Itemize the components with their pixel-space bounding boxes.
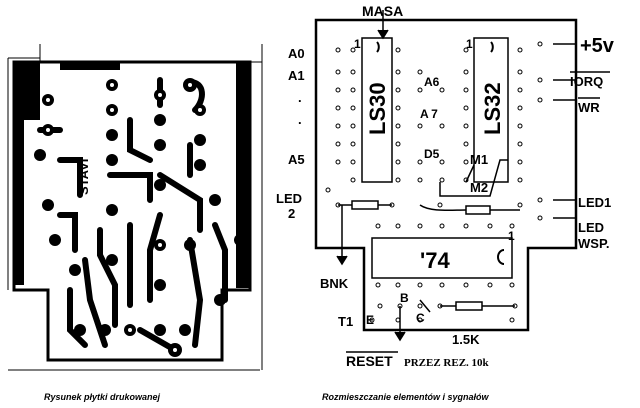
led2-label: LED — [276, 191, 302, 206]
u74-chip-outline — [371, 237, 513, 279]
left-caption: Rysunek płytki drukowanej — [44, 392, 161, 402]
ls30-notch — [376, 41, 380, 53]
u74-pin1: 1 — [508, 229, 515, 243]
a6-label: A6 — [424, 75, 440, 89]
a7-label: A 7 — [420, 107, 438, 121]
r15k-label: 1.5K — [452, 332, 480, 347]
ls32-notch — [490, 41, 494, 53]
right-caption: Rozmieszczanie elementów i sygnałów — [322, 392, 490, 402]
stavi-label: STAVI — [76, 159, 91, 195]
plus5v-label: +5v — [580, 35, 615, 57]
pin-grid — [325, 41, 543, 323]
iorq-label: IORQ — [570, 74, 603, 89]
d5-label: D5 — [424, 147, 440, 161]
u74-notch — [497, 249, 505, 265]
pcb-trace-drawing: STAVI — [7, 44, 263, 371]
t1-collector-label: C — [416, 311, 425, 325]
led1-label: LED1 — [578, 195, 611, 210]
wr-label: WR — [578, 100, 600, 115]
m1-label: M1 — [470, 152, 488, 167]
pcb-pads — [34, 78, 246, 357]
ls30-pin1: 1 — [354, 37, 361, 51]
m2-label: M2 — [470, 180, 488, 195]
dot-label-1: . — [298, 90, 302, 105]
t1-base-label: B — [400, 291, 409, 305]
ls30-label: LS30 — [365, 82, 390, 135]
ls32-label: LS32 — [480, 82, 505, 135]
t1-emitter-label: E — [366, 313, 374, 327]
t1-label: T1 — [338, 314, 353, 329]
a5-label: A5 — [288, 152, 305, 167]
reset-note: PRZEZ REZ. 10k — [404, 357, 490, 369]
ls30-chip-outline — [361, 37, 393, 183]
ledwsp-label: LED — [578, 220, 604, 235]
u74-label: '74 — [420, 248, 450, 273]
a0-label: A0 — [288, 46, 305, 61]
led2-number: 2 — [288, 206, 295, 221]
reset-label: RESET — [346, 353, 393, 369]
dot-label-2: . — [298, 112, 302, 127]
component-layout: LS30 1 LS32 1 '74 1 — [276, 3, 615, 369]
masa-label: MASA — [362, 3, 403, 19]
ls32-chip-outline — [473, 37, 509, 183]
signal-labels: MASA +5v IORQ WR A0 A1 . . A5 A6 A 7 D5 … — [276, 3, 615, 369]
a1-label: A1 — [288, 68, 305, 83]
ledwsp-label-2: WSP. — [578, 236, 610, 251]
ls32-pin1: 1 — [466, 37, 473, 51]
bnk-label: BNK — [320, 276, 349, 291]
